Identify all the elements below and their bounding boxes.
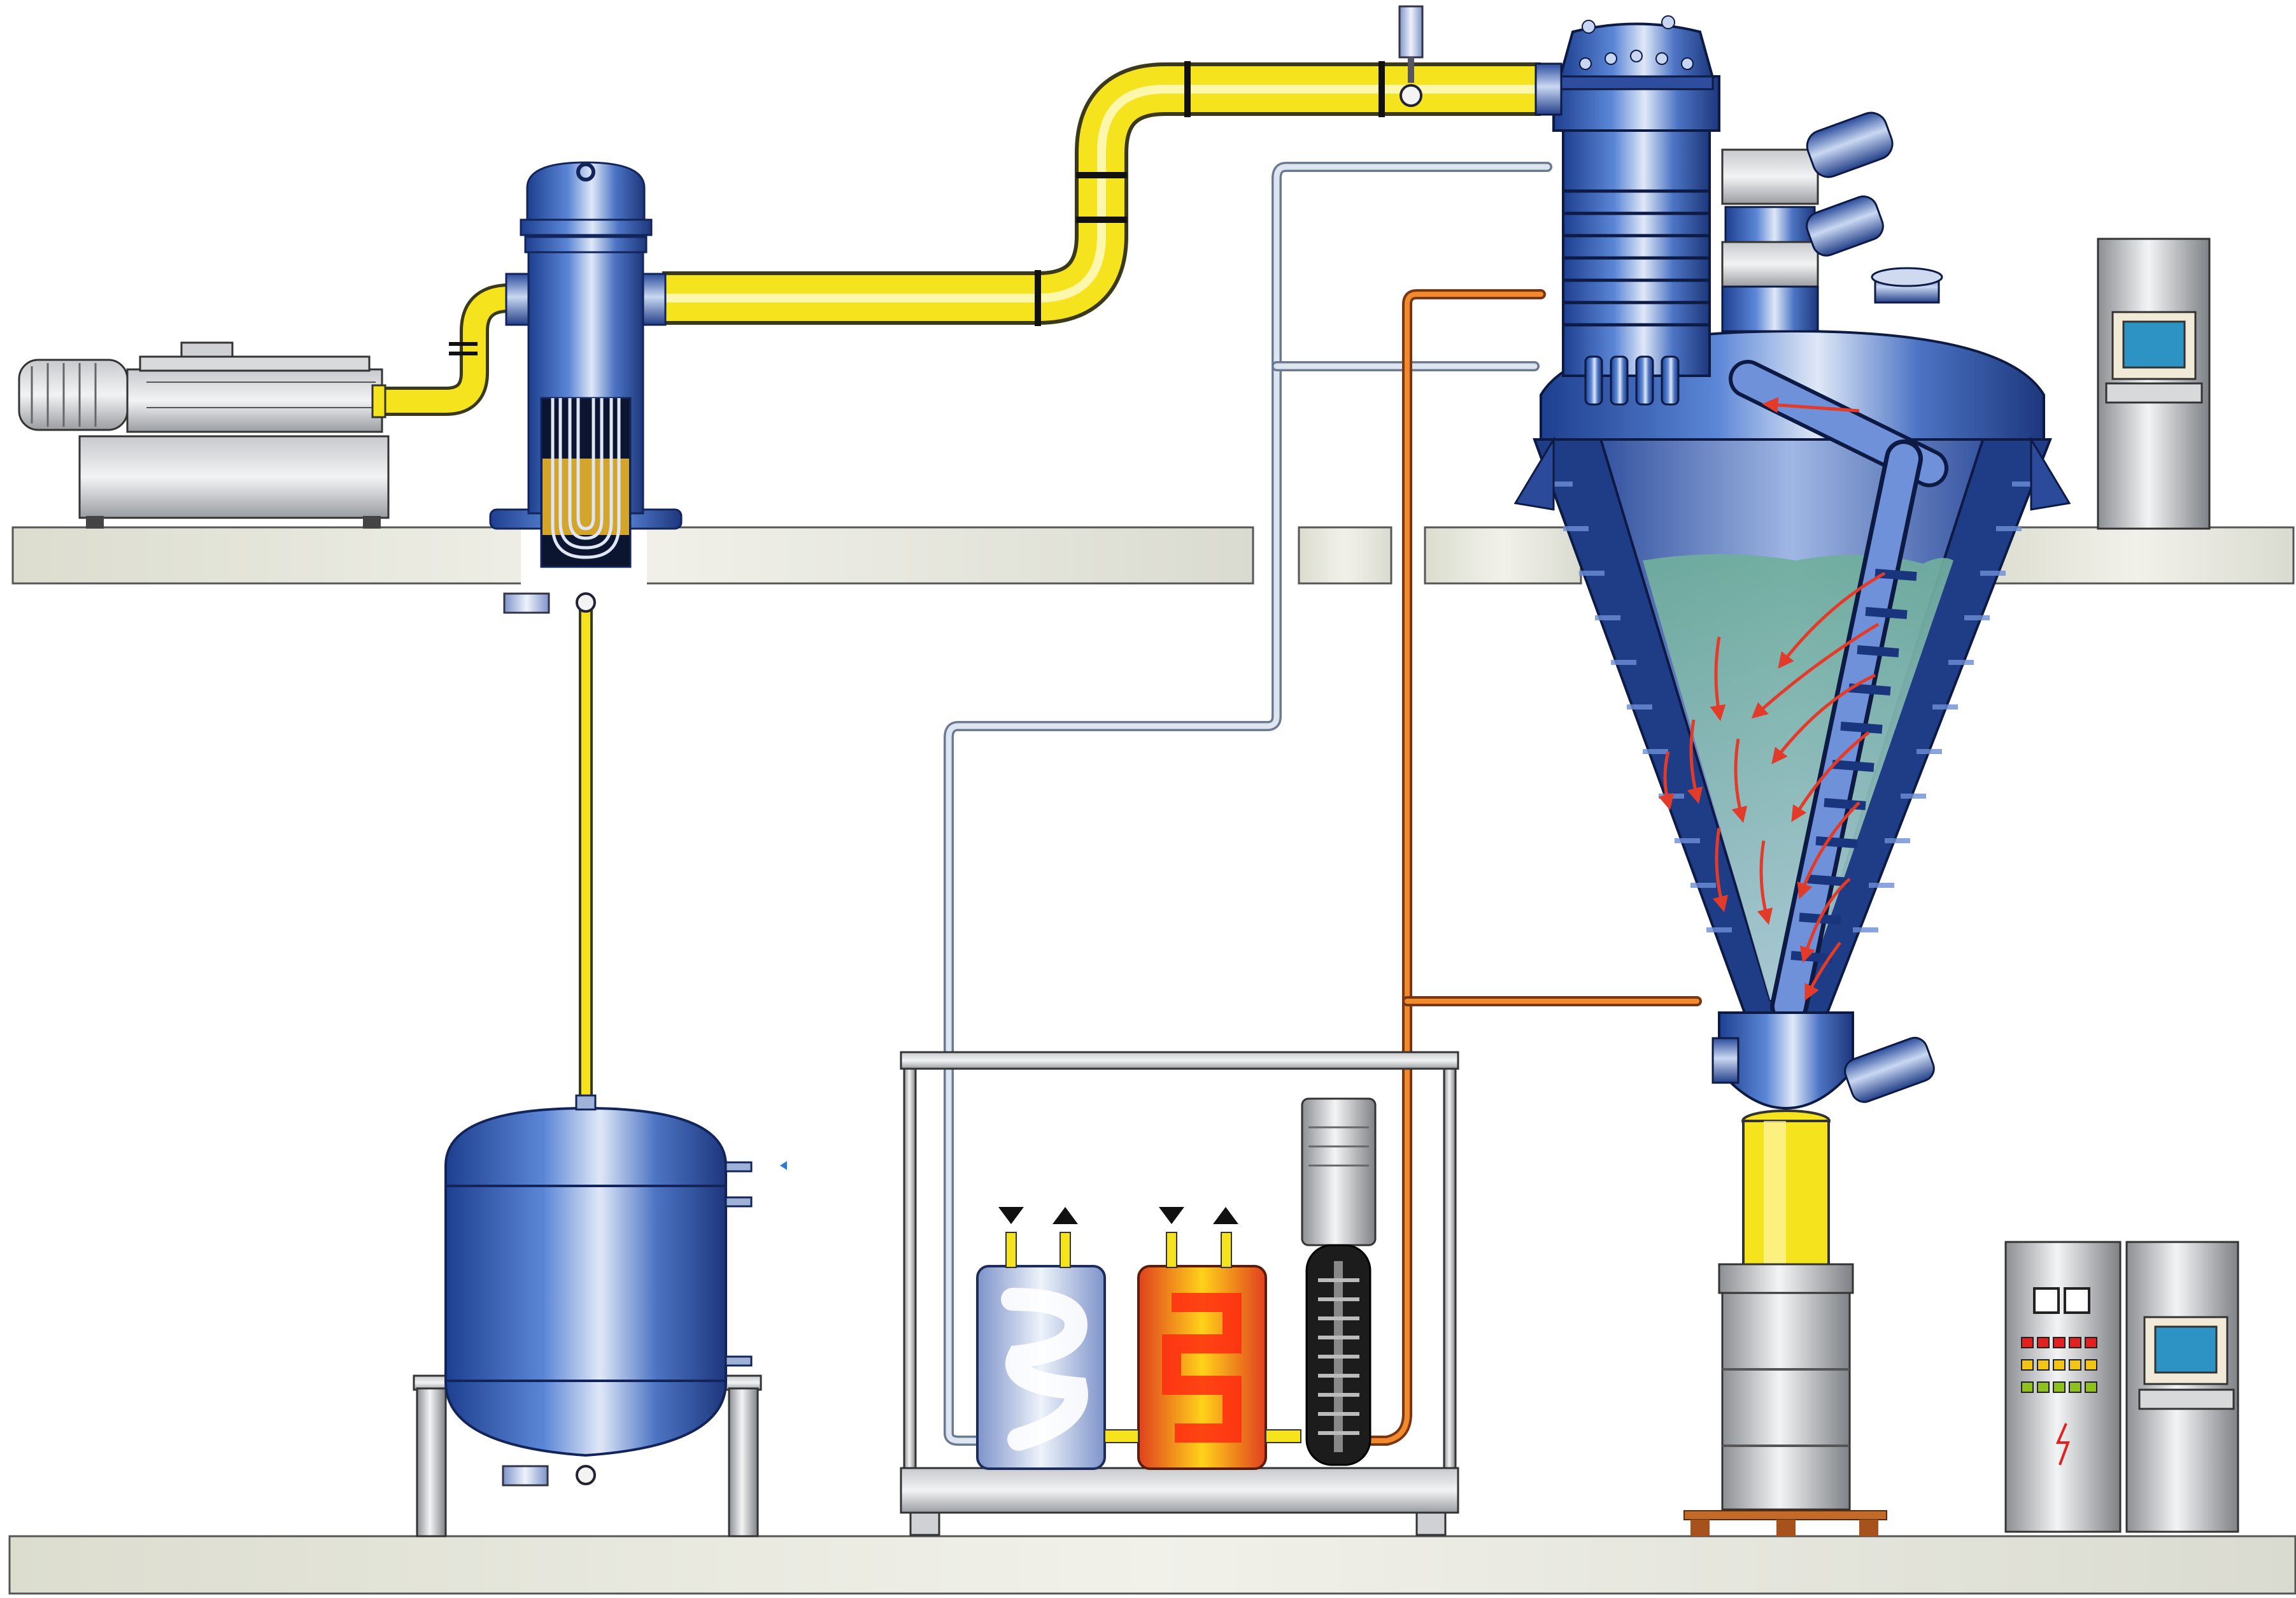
operator-terminal: [2097, 238, 2211, 530]
discharge-drum: [1683, 1263, 1887, 1536]
cooler-icon: [976, 1207, 1106, 1470]
conical-screw-dryer: [1513, 15, 2071, 1269]
ground-floor-slab: [8, 1535, 2296, 1595]
cooling-water-line: [944, 162, 1552, 1446]
monitor-icon: [2105, 311, 2203, 404]
distillate-receiver: [413, 1094, 787, 1537]
screw-arm: [1729, 360, 1948, 1025]
heating-medium-line: [1364, 289, 1702, 1446]
motor-icon: [1806, 111, 1894, 257]
pressure-sensor-icon: [1398, 5, 1424, 107]
high-voltage-icon: [2055, 1423, 2070, 1466]
product-flow-arrows: [1658, 397, 1886, 1001]
circulation-pump-icon: [1301, 1097, 1377, 1466]
heater-icon: [1137, 1207, 1267, 1470]
control-cabinet: [2004, 1241, 2239, 1533]
indicator-lamps: [2021, 1337, 2097, 1393]
discharge-motor-icon: [1844, 1036, 1935, 1103]
condenser: [489, 161, 683, 614]
monitor-icon: [2138, 1316, 2235, 1410]
temperature-control-unit: [900, 1051, 1459, 1536]
vacuum-pump-unit: [18, 341, 390, 529]
vapor-line: [382, 61, 1541, 1108]
